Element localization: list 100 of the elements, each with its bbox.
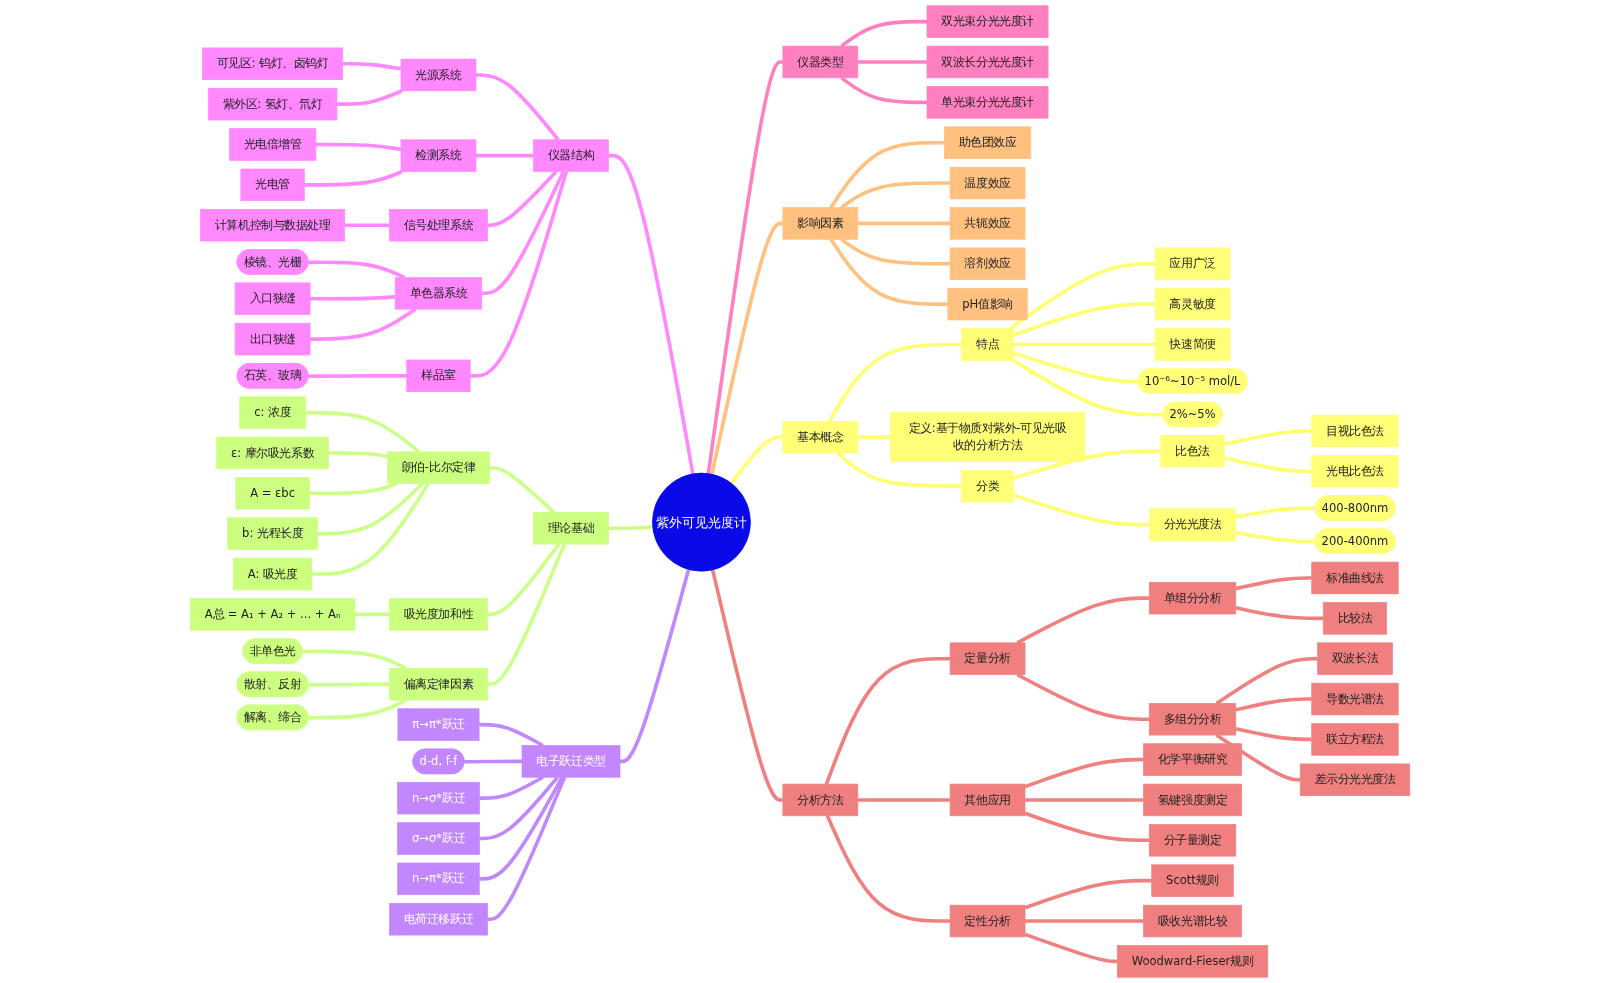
node-box: 分类: [961, 469, 1014, 503]
node-box: 双光束分光光度计: [926, 5, 1049, 38]
node-box: 偏离定律因素: [389, 668, 488, 701]
connector: [1235, 506, 1316, 519]
node-box: n→π*跃迁: [397, 862, 480, 896]
connector: [608, 524, 653, 531]
node-box: 电子跃迁类型: [521, 745, 621, 778]
node-box: 吸收光谱比较: [1143, 904, 1242, 938]
connector: [481, 170, 566, 296]
node-box: A = εbc: [235, 477, 310, 510]
node-box: 影响因素: [782, 207, 859, 240]
node-box: 样品室: [406, 359, 471, 393]
node-box: A总 = A₁ + A₂ + ... + Aₙ: [189, 598, 356, 631]
node-box: pH值影响: [947, 287, 1028, 321]
node-box: 入口狭缝: [234, 282, 311, 315]
connector: [1024, 878, 1152, 910]
node-box: 出口狭缝: [234, 322, 311, 356]
connector: [857, 435, 891, 439]
connector: [342, 62, 402, 71]
connector: [1012, 302, 1156, 337]
connector: [829, 140, 945, 209]
connector: [1012, 351, 1139, 384]
connector: [479, 776, 564, 881]
node-box: 助色团效应: [943, 126, 1032, 159]
node-box: 定量分析: [949, 642, 1026, 675]
connector: [487, 170, 558, 227]
connector: [1012, 493, 1150, 527]
connector: [1024, 811, 1150, 843]
node-box: 应用广泛: [1154, 247, 1231, 280]
connector: [354, 612, 390, 617]
node-box: 光电倍增管: [229, 128, 317, 161]
node-box: ε: 摩尔吸光系数: [216, 436, 329, 470]
connector: [1013, 342, 1156, 347]
connector: [1012, 449, 1161, 480]
node-box: 化学平衡研究: [1143, 743, 1242, 776]
connector: [825, 815, 951, 923]
node-box: 单光束分光光度计: [926, 86, 1049, 119]
connector: [840, 19, 927, 48]
node-box: 光电管: [240, 168, 305, 202]
connector: [710, 221, 783, 475]
node-box: 特点: [961, 328, 1014, 361]
connector: [620, 568, 691, 764]
connector: [1012, 358, 1164, 417]
node-box: 比较法: [1322, 602, 1388, 635]
connector: [710, 569, 783, 802]
connector: [475, 153, 534, 158]
connector: [829, 238, 948, 306]
node-box: 分子量测定: [1148, 824, 1237, 857]
connector: [1024, 757, 1144, 789]
connector: [308, 682, 390, 687]
connector: [1235, 576, 1312, 591]
connector: [1235, 727, 1312, 742]
node-box: 共轭效应: [949, 207, 1026, 240]
connector: [464, 759, 522, 764]
node-box: 高灵敏度: [1154, 287, 1231, 321]
connector: [1223, 429, 1312, 446]
node-box: 信号处理系统: [389, 209, 488, 242]
connector: [315, 142, 402, 152]
node-box: 标准曲线法: [1311, 561, 1399, 595]
node-box: 溶剂效应: [949, 247, 1026, 280]
node-box: b: 光程长度: [227, 517, 318, 550]
connector: [1215, 656, 1318, 705]
node-box: 其他应用: [949, 783, 1026, 817]
node-box: 联立方程法: [1311, 723, 1399, 756]
node-box: 定义:基于物质对紫外-可见光吸收的分析方法: [889, 412, 1086, 462]
node-box: 分光光度法: [1148, 508, 1237, 541]
connector: [470, 171, 569, 378]
connector: [1235, 605, 1324, 621]
connector: [828, 342, 962, 423]
node-box: 目视比色法: [1311, 414, 1399, 448]
node-box: c: 浓度: [239, 396, 306, 429]
node-box: σ→σ*跃迁: [397, 822, 480, 855]
connector: [1024, 932, 1118, 964]
connector: [836, 451, 962, 488]
node-circle: 紫外可见光度计: [652, 472, 751, 572]
connector: [304, 169, 403, 187]
node-box: 可见区: 钨灯、卤钨灯: [202, 47, 344, 80]
node-box: π→π*跃迁: [397, 708, 480, 741]
connector: [311, 482, 430, 576]
node-box: 导数光谱法: [1311, 682, 1399, 716]
node-box: 仪器类型: [782, 45, 859, 79]
node-box: 朗伯-比尔定律: [387, 451, 490, 484]
connector: [328, 451, 388, 459]
connector: [475, 73, 560, 141]
node-box: 光源系统: [400, 58, 477, 92]
node-box: 温度效应: [949, 166, 1026, 200]
node-box: 双波长法: [1317, 642, 1393, 675]
connector: [479, 776, 559, 841]
node-box: 双波长分光光度计: [926, 45, 1049, 79]
connector: [1235, 697, 1312, 712]
connector: [840, 76, 927, 105]
connector: [840, 181, 951, 209]
node-box: 定性分析: [949, 904, 1026, 938]
node-box: 快速简便: [1154, 328, 1231, 361]
node-box: 计算机控制与数据处理: [200, 209, 346, 242]
node-box: A: 吸光度: [232, 557, 313, 591]
connector: [1223, 456, 1312, 474]
connector: [857, 221, 951, 226]
node-box: 吸光度加和性: [389, 598, 488, 631]
connector: [487, 776, 567, 921]
